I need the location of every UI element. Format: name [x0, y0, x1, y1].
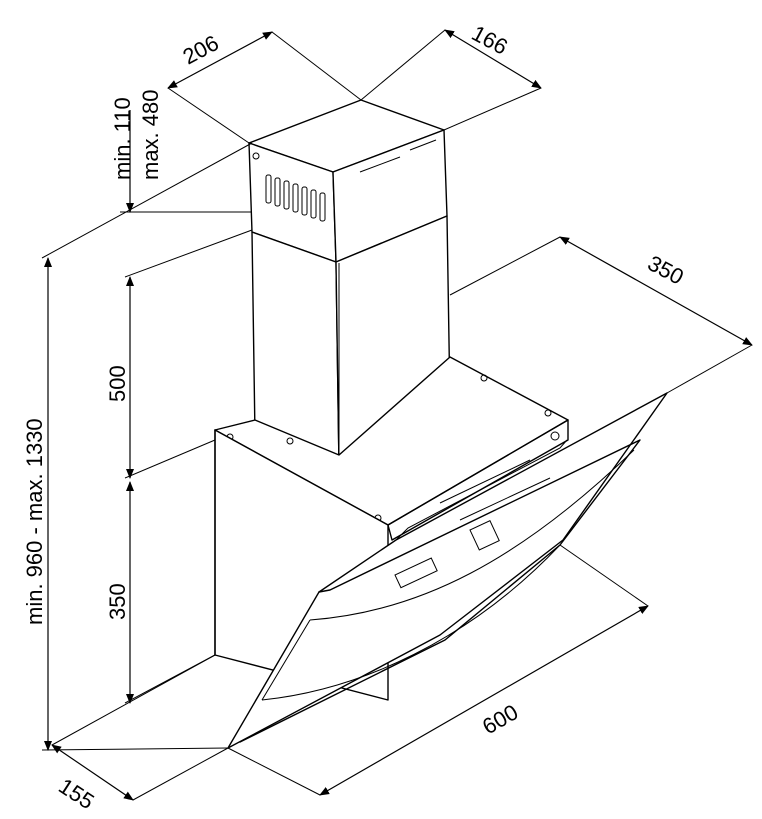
dim-chimney-min: min. 110: [110, 97, 135, 180]
dim-canopy-depth: 350: [644, 250, 688, 289]
dimension-lines: [41, 29, 753, 801]
dim-base-depth: 155: [54, 773, 98, 814]
dim-body-height: 350: [105, 583, 130, 620]
dim-width: 600: [478, 699, 522, 739]
dim-chimney-height: 500: [105, 365, 130, 402]
dim-total-height: min. 960 - max. 1330: [22, 418, 47, 625]
dim-top-depth: 166: [468, 20, 512, 59]
vent-slots: [265, 174, 326, 222]
dim-top-width: 206: [179, 30, 223, 69]
chimney-top-cover: [248, 99, 448, 263]
dim-chimney-max: max. 480: [138, 90, 163, 181]
